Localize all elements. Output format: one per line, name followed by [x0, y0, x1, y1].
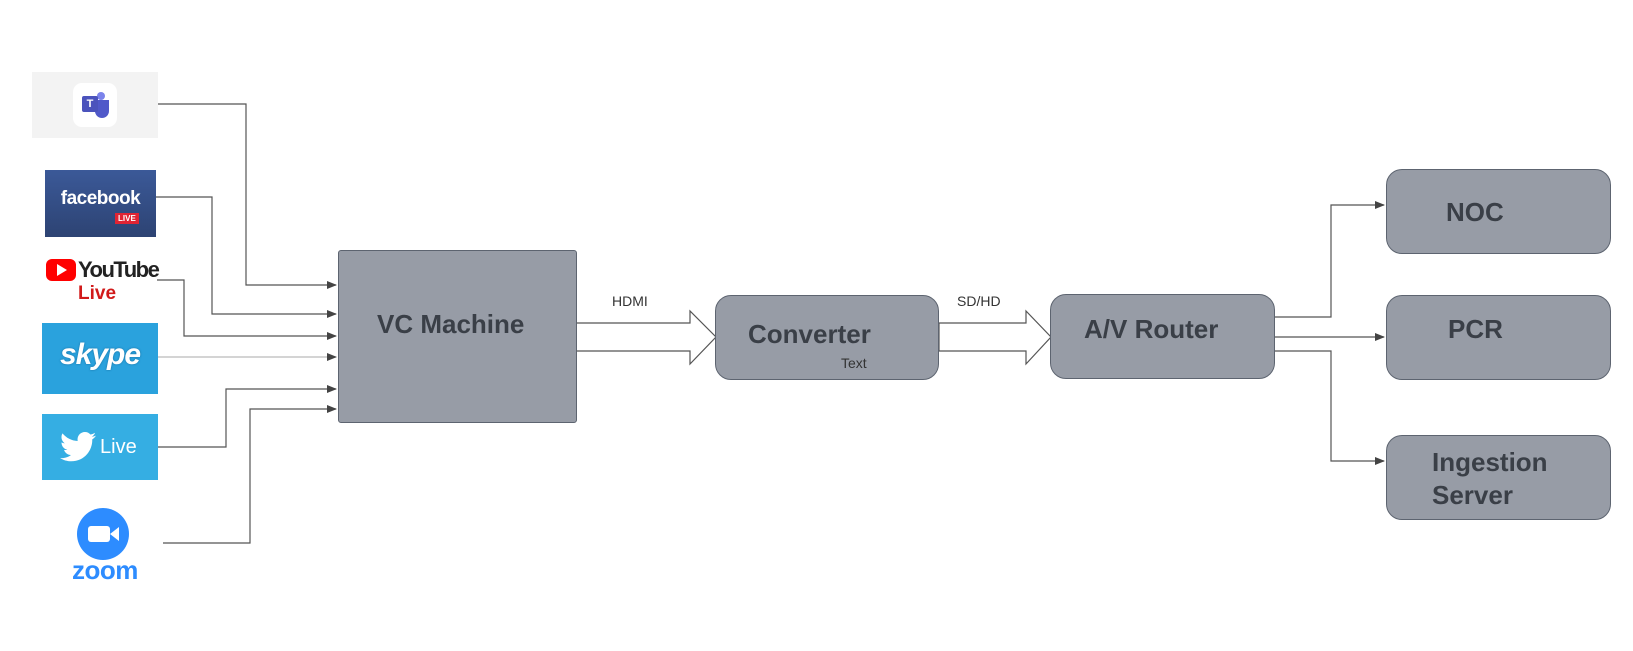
ingestion-server-node: Ingestion Server: [1386, 435, 1611, 520]
wire-noc: [1275, 201, 1385, 318]
wire-twitter: [153, 385, 337, 448]
live-badge: LIVE: [115, 213, 139, 224]
av-router-node: A/V Router: [1050, 294, 1275, 379]
wire-facebook: [155, 196, 337, 318]
twitter-bird-icon: [60, 432, 96, 462]
av-router-label: A/V Router: [1084, 314, 1219, 344]
converter-node: Converter Text: [715, 295, 939, 380]
wire-youtube: [157, 279, 337, 340]
hdmi-arrow: [575, 309, 717, 366]
microsoft-teams-icon: T: [73, 83, 117, 127]
noc-node: NOC: [1386, 169, 1611, 254]
sdhd-arrow: [938, 309, 1052, 366]
wire-zoom: [163, 405, 337, 544]
youtube-live-logo: YouTube Live: [44, 255, 160, 305]
pcr-label: PCR: [1448, 314, 1503, 344]
wire-ingestion: [1275, 350, 1385, 465]
facebook-live-icon: facebook: [60, 188, 141, 209]
pcr-node: PCR: [1386, 295, 1611, 380]
vc-machine-label: VC Machine: [377, 309, 525, 339]
zoom-wordmark: zoom: [72, 555, 138, 585]
vc-machine-node: VC Machine: [338, 250, 577, 423]
youtube-wordmark: YouTube: [78, 257, 160, 282]
ingestion-server-label: Ingestion Server: [1432, 447, 1548, 510]
zoom-logo: zoom: [60, 505, 150, 585]
youtube-icon: [46, 259, 76, 281]
facebook-live-logo: facebook LIVE: [45, 170, 156, 237]
hdmi-label: HDMI: [612, 293, 648, 309]
sdhd-label: SD/HD: [957, 293, 1001, 309]
youtube-live-text: Live: [78, 283, 117, 304]
twitter-live-text: Live: [100, 436, 137, 458]
converter-label: Converter: [748, 319, 871, 349]
noc-label: NOC: [1446, 197, 1504, 227]
twitter-live-logo: Live: [42, 414, 158, 480]
skype-icon: skype: [59, 338, 141, 371]
teams-logo: T: [32, 72, 158, 138]
skype-logo: skype: [42, 323, 158, 394]
converter-sub-label: Text: [841, 355, 867, 371]
wire-teams: [157, 103, 337, 289]
zoom-camera-icon: [77, 508, 129, 560]
